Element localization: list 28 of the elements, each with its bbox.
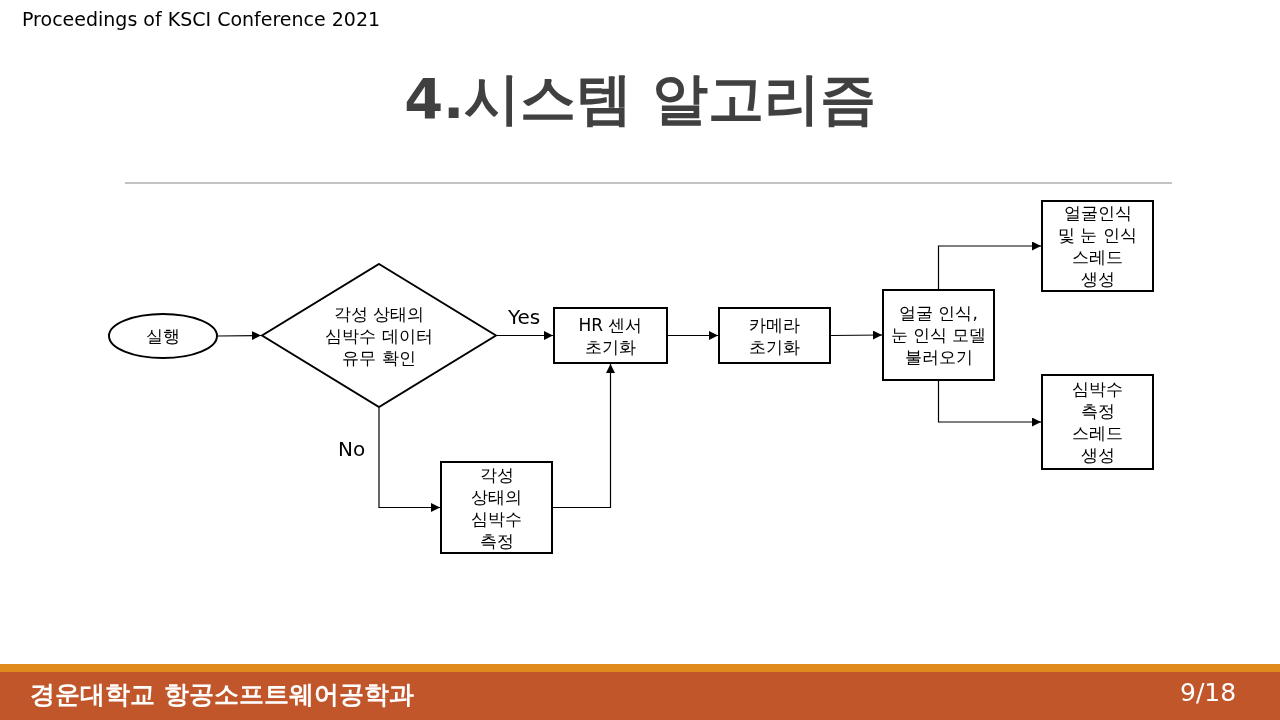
node-label: 카메라 초기화 (748, 313, 801, 358)
process-box (718, 307, 831, 364)
node-label: 각성 상태의 심박수 측정 (470, 463, 523, 552)
slide-title: 4.시스템 알고리즘 (403, 65, 877, 133)
node-label: 얼굴 인식, 눈 인식 모델 불러오기 (889, 302, 988, 368)
header-text: Proceedings of KSCI Conference 2021 (22, 8, 381, 30)
node-label: 심박수 측정 스레드 생성 (1071, 378, 1124, 466)
arrow (830, 330, 883, 340)
arrow (667, 331, 719, 340)
node-label: 각성 상태의 심박수 데이터 유무 확인 (324, 302, 434, 369)
arrow (552, 363, 615, 509)
start-terminal (108, 313, 218, 359)
node-label: 실행 (145, 325, 181, 347)
footer-text: 경운대학교 항공소프트웨어공학과 (30, 679, 414, 711)
process-box (1041, 200, 1154, 292)
page-number: 9/18 (1180, 678, 1237, 707)
arrow (378, 407, 441, 512)
arrow (496, 331, 554, 340)
decision-diamond (261, 263, 497, 408)
node-label: 얼굴인식 및 눈 인식 스레드 생성 (1057, 202, 1138, 290)
node-label: HR 센서 초기화 (577, 313, 644, 358)
arrow (217, 331, 262, 341)
process-box (1041, 374, 1154, 470)
arrow (937, 241, 1042, 290)
process-box (882, 289, 995, 381)
process-box (440, 461, 553, 554)
process-box (553, 307, 668, 364)
arrow (937, 380, 1042, 427)
